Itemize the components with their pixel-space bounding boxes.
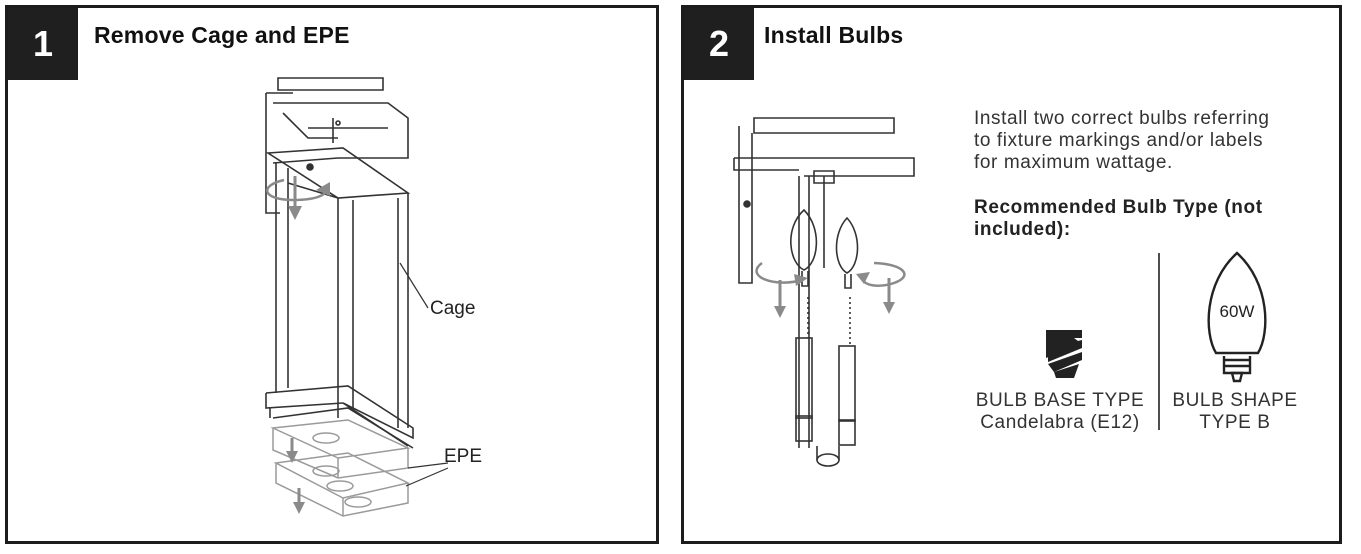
epe-foam-block-drawing [270,419,449,517]
rotate-arrow-icon [755,261,906,287]
step-2-panel: 2 Install Bulbs [681,5,1342,544]
rotate-arrow-icon [265,178,330,202]
fixture-with-bulbs-drawing [733,117,1267,467]
bulb-base-type-caption: BULB BASE TYPE Candelabra (E12) [975,390,1145,433]
candle-bulb-icon [1207,251,1267,383]
epe-label: EPE [444,446,483,467]
bulb-shape-caption: BULB SHAPE TYPE B [1172,390,1298,433]
step-number-badge: 2 [684,8,754,80]
down-arrow-icon [286,176,305,514]
instruction-text: Install two correct bulbs referring to f… [974,108,1270,173]
step-title: Remove Cage and EPE [94,22,350,48]
step-1-panel: 1 Remove Cage and EPE [5,5,659,544]
recommended-bulb-heading: Recommended Bulb Type (not included): [974,197,1263,240]
down-arrow-icon [774,278,895,318]
step-title: Install Bulbs [764,22,904,48]
step-number-badge: 1 [8,8,78,80]
bulb-wattage-label: 60W [1219,302,1255,321]
candelabra-base-icon [1046,330,1082,378]
cage-label: Cage [430,298,476,319]
wall-light-fixture-drawing [265,77,449,517]
